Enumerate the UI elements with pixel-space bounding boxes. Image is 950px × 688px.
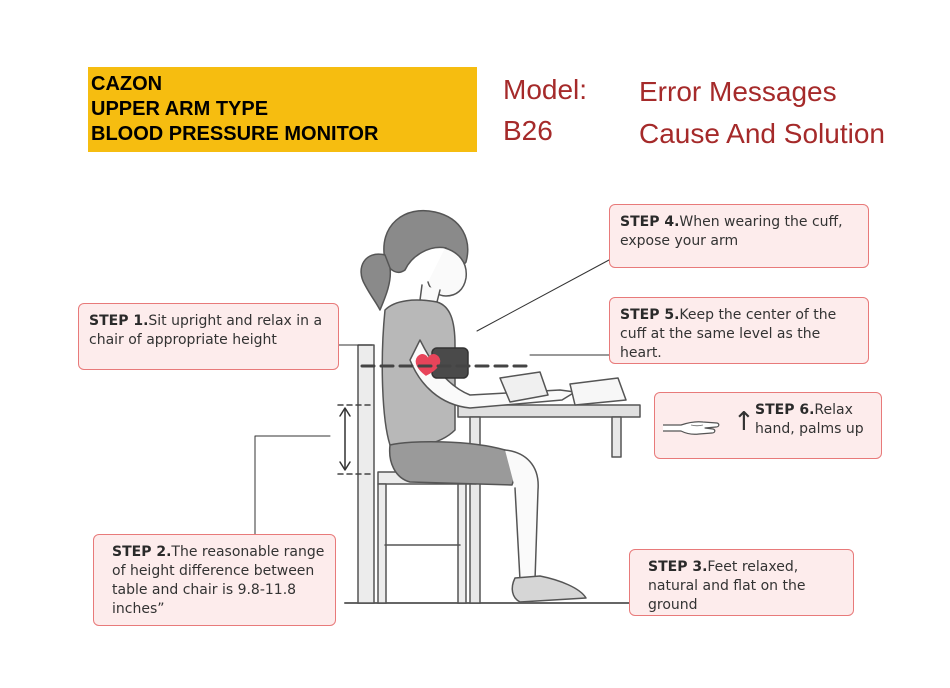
step-2-card: STEP 2.The reasonable range of height di… — [93, 534, 336, 626]
step-3-text: Feet relaxed, natural and flat on the gr… — [648, 559, 806, 613]
monitor — [499, 371, 549, 403]
shoe — [511, 575, 587, 603]
step-4-text: When wearing the cuff, expose your arm — [620, 214, 843, 249]
leader-step2 — [254, 435, 331, 541]
step-2-label: STEP 2. — [112, 544, 172, 560]
brand-name: CAZON — [91, 73, 163, 95]
step-1-label: STEP 1. — [89, 313, 149, 329]
step-6-text: Relax hand, palms up — [755, 402, 864, 437]
step-4-card: STEP 4.When wearing the cuff, expose you… — [609, 204, 869, 268]
up-arrow-icon: ↑ — [733, 407, 755, 437]
open-hand-palm-up-icon — [663, 421, 720, 435]
product-name: BLOOD PRESSURE MONITOR — [91, 123, 379, 145]
shorts — [388, 441, 521, 486]
brand-box: CAZON UPPER ARM TYPE BLOOD PRESSURE MONI… — [88, 67, 477, 152]
page-subtitle: Cause And Solution — [639, 118, 885, 149]
step-5-label: STEP 5. — [620, 307, 680, 323]
leg — [504, 449, 539, 581]
model-label: Model: — [503, 74, 588, 105]
step-2-text: The reasonable range of height differenc… — [112, 544, 325, 617]
step-4-label: STEP 4. — [620, 214, 680, 230]
step-6-label: STEP 6. — [755, 402, 815, 418]
step-6-card: ↑ STEP 6.Relax hand, palms up — [654, 392, 882, 459]
model-value: B26 — [503, 115, 553, 146]
step-3-label: STEP 3. — [648, 559, 708, 575]
leader-step4 — [476, 259, 610, 332]
device — [569, 377, 627, 406]
step-1-card: STEP 1.Sit upright and relax in a chair … — [78, 303, 339, 370]
step-1-text: Sit upright and relax in a chair of appr… — [89, 313, 323, 348]
step-3-card: STEP 3.Feet relaxed, natural and flat on… — [629, 549, 854, 616]
step-5-card: STEP 5.Keep the center of the cuff at th… — [609, 297, 869, 364]
product-type: UPPER ARM TYPE — [91, 98, 269, 120]
table — [457, 404, 641, 604]
step-5-text: Keep the center of the cuff at the same … — [620, 307, 837, 361]
ponytail — [360, 253, 392, 311]
page-title: Error Messages — [639, 76, 837, 107]
